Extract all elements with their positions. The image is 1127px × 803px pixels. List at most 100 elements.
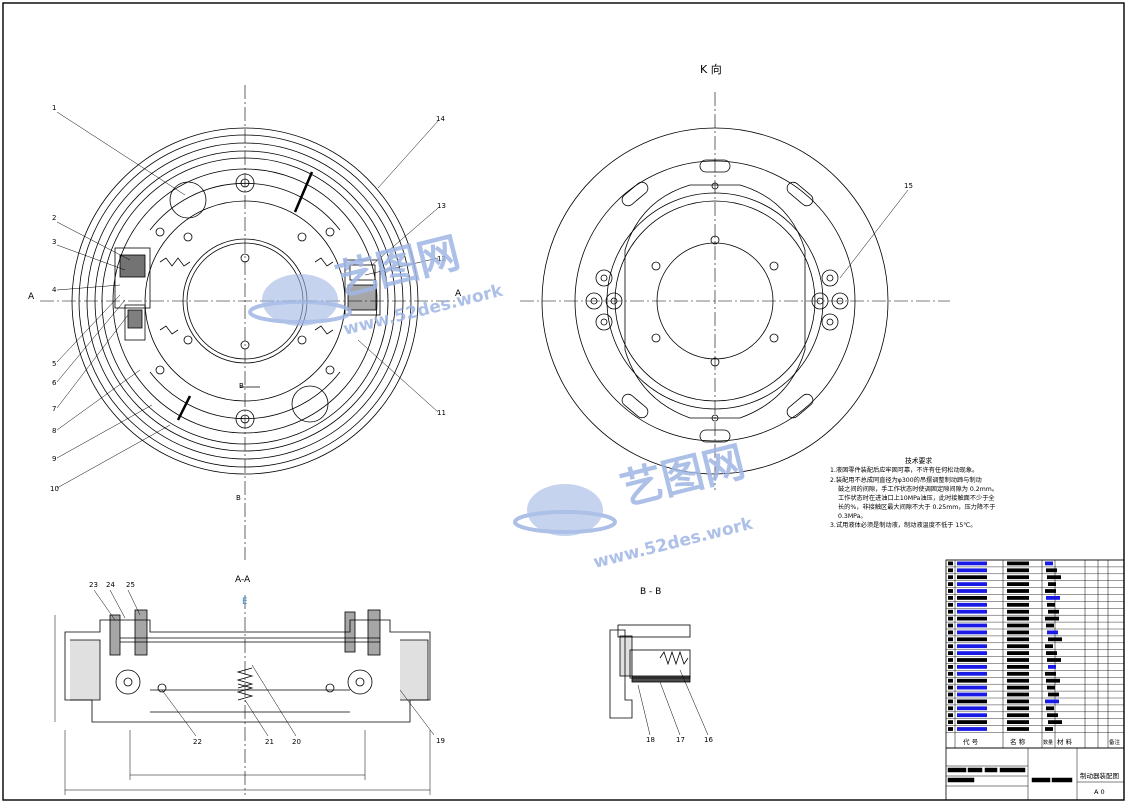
- front-view-labels: 1 2 3 4 5 6 7 8 9 10 11 12 13 14 A A B B: [28, 104, 462, 502]
- bom-redaction: [948, 671, 953, 676]
- bom-col-material: 材 料: [1057, 737, 1073, 746]
- bom-redaction: [1046, 623, 1054, 628]
- bom-redaction: [1007, 561, 1029, 566]
- bom-redaction: [1045, 727, 1053, 731]
- tech-note-3: 鼓之间的间隙，手工作状态时使调固定隙间隙为 0.2mm。: [838, 485, 998, 493]
- part-label-11: 11: [437, 409, 446, 417]
- bom-redaction: [1007, 699, 1029, 704]
- bom-redaction: [1007, 616, 1029, 621]
- bom-redaction: [1007, 685, 1029, 690]
- bom-redaction: [1007, 720, 1029, 724]
- section-bb: [609, 624, 691, 719]
- bom-redaction: [1048, 665, 1056, 669]
- bom-redaction: [957, 713, 987, 718]
- watermark-logo-1: 艺图网 www.52des.work: [248, 228, 506, 340]
- bom-redaction: [957, 685, 987, 690]
- bom-redaction: [948, 609, 953, 614]
- bom-header: 代 号 名 称 数量 材 料 备注: [963, 737, 1121, 746]
- bom-col-name: 名 称: [1010, 737, 1026, 746]
- bom-redaction: [1045, 589, 1056, 593]
- bom-redaction: [1007, 602, 1029, 607]
- part-label-4: 4: [52, 286, 57, 294]
- technical-notes: 技术要求 1.液固零件装配后应牢固可靠，不许有任何松动现象。 2.装配用不总成同…: [830, 456, 998, 529]
- bom-redaction: [1046, 596, 1060, 600]
- bom-redaction: [1045, 699, 1059, 704]
- bom-redaction: [1007, 589, 1029, 593]
- title-block: [945, 747, 1125, 801]
- bom-redaction: [1007, 582, 1029, 586]
- bom-redaction: [957, 602, 987, 607]
- bb-title: B - B: [640, 587, 661, 597]
- bom-redaction: [948, 596, 953, 600]
- bom-redaction: [948, 692, 953, 697]
- bom-redaction: [948, 678, 953, 683]
- bom-redaction: [948, 706, 953, 711]
- bom-redaction: [1045, 561, 1053, 566]
- bom-redaction: [1048, 582, 1056, 586]
- bom-redaction: [1048, 609, 1059, 614]
- part-label-14: 14: [436, 115, 445, 123]
- bom-redaction: [1007, 609, 1029, 614]
- bom-redaction: [948, 575, 953, 580]
- bom-redaction: [948, 644, 953, 649]
- bom-redaction: [1046, 706, 1054, 711]
- bom-redaction: [1007, 623, 1029, 628]
- tech-note-1: 1.液固零件装配后应牢固可靠，不许有任何松动现象。: [830, 466, 978, 474]
- section-b-bottom: B: [236, 494, 241, 502]
- part-label-18: 18: [646, 736, 655, 744]
- part-label-19: 19: [436, 737, 445, 745]
- bom-col-code: 代 号: [963, 737, 979, 746]
- part-label-1: 1: [52, 104, 56, 112]
- k-view-title: K 向: [700, 62, 722, 76]
- part-label-8: 8: [52, 427, 56, 435]
- part-label-2: 2: [52, 214, 56, 222]
- section-aa-labels: A-A E 23 24 25 22 21 20 19: [89, 575, 445, 746]
- bom-redaction: [1007, 713, 1029, 718]
- bom-redaction: [957, 678, 987, 683]
- bom-redaction: [948, 637, 953, 642]
- part-label-12: 12: [437, 255, 446, 263]
- bom-redaction: [957, 727, 987, 731]
- drawing-name: 制动器装配图: [1080, 771, 1119, 780]
- bom-redaction: [1007, 644, 1029, 649]
- bom-redaction: [1045, 671, 1056, 676]
- bom-redaction: [948, 699, 953, 704]
- part-label-20: 20: [292, 738, 301, 746]
- bom-redaction: [957, 651, 987, 655]
- section-aa: [54, 595, 431, 795]
- bom-redaction: [1047, 630, 1058, 635]
- bom-redaction: [948, 623, 953, 628]
- bom-redaction: [948, 720, 953, 724]
- bom-redaction: [1007, 596, 1029, 600]
- bom-redaction: [957, 644, 987, 649]
- part-label-10: 10: [50, 485, 59, 493]
- part-label-23: 23: [89, 581, 98, 589]
- tech-note-2: 2.装配用不总成同直径为φ300的吊摆调整制动蹄与制动: [830, 476, 982, 484]
- k-view: [520, 92, 950, 490]
- bom-redaction: [1048, 637, 1062, 642]
- part-label-22: 22: [193, 738, 202, 746]
- bom-rows: [946, 559, 1124, 733]
- bom-redaction: [957, 692, 987, 697]
- bom-redaction: [957, 630, 987, 635]
- tech-note-7: 3.试用液体必须是制动液，制动液温度不低于 15℃。: [830, 521, 976, 529]
- bom-redaction: [1007, 658, 1029, 662]
- bom-redaction: [948, 658, 953, 662]
- front-view-leaders: [56, 111, 439, 489]
- part-label-15: 15: [904, 182, 913, 190]
- section-a-right: A: [455, 289, 462, 299]
- bom-redaction: [948, 665, 953, 669]
- bom-redaction: [948, 561, 953, 566]
- bom-redaction: [957, 671, 987, 676]
- bom-redaction: [957, 637, 987, 642]
- sheet-size: A 0: [1094, 788, 1105, 796]
- bom-redaction: [957, 720, 987, 724]
- bom-redaction: [1047, 685, 1055, 690]
- bom-redaction: [1045, 644, 1053, 649]
- bom-redaction: [948, 582, 953, 586]
- part-label-3: 3: [52, 238, 56, 246]
- bom-redaction: [948, 568, 953, 573]
- k-view-labels: K 向 15: [700, 62, 913, 279]
